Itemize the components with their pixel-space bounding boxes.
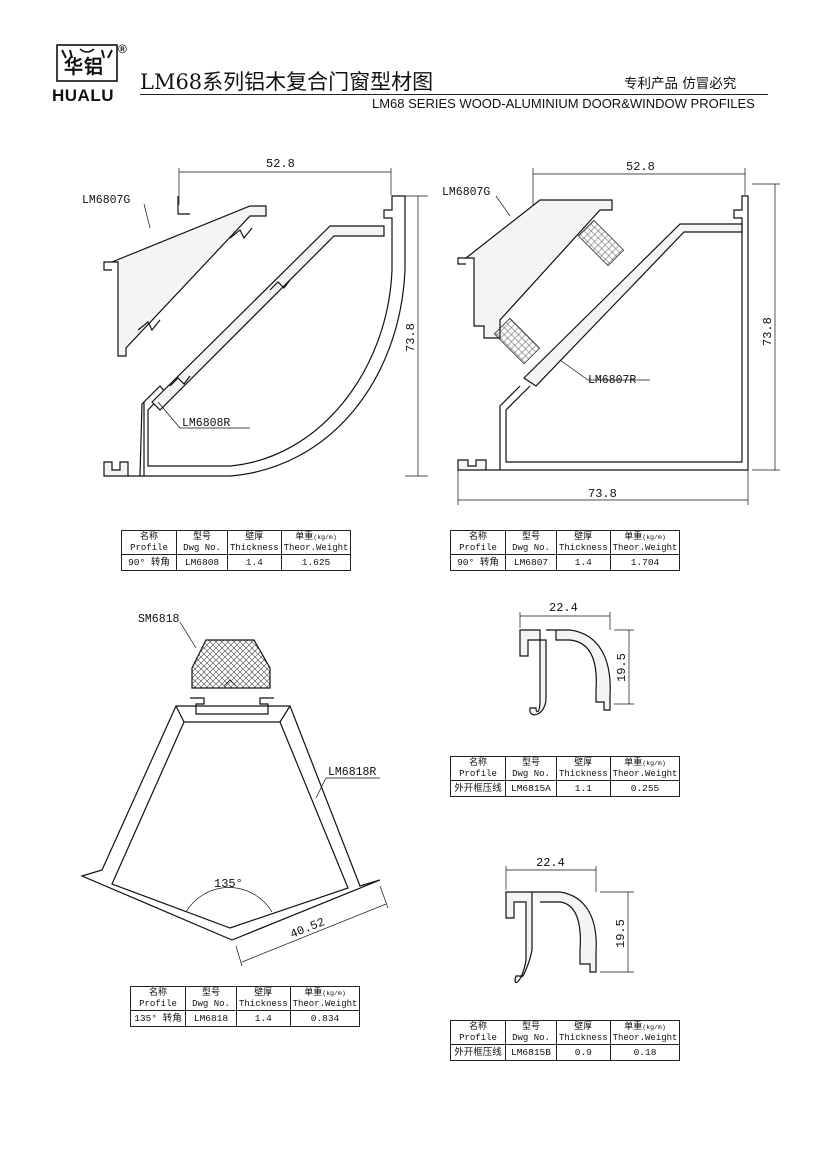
brand-logo: 华铝 [56, 44, 118, 82]
t5-weight: 0.18 [609, 1044, 681, 1061]
t2-dwg: LM6807 [505, 554, 557, 571]
d5-width-dim: 22.4 [536, 856, 565, 870]
t1-weight: 1.625 [280, 554, 352, 571]
logo-mark-icon [56, 44, 118, 82]
d5-height-dim: 19.5 [614, 919, 628, 948]
t1-dwg: LM6808 [176, 554, 228, 571]
t1-thickness: 1.4 [227, 554, 282, 571]
page-title-english: LM68 SERIES WOOD-ALUMINIUM DOOR&WINDOW P… [372, 96, 755, 111]
registered-mark: ® [118, 42, 127, 56]
t4-profile: 外开框压线 [450, 780, 506, 797]
t1-profile: 90° 转角 [121, 554, 177, 571]
t5-profile: 外开框压线 [450, 1044, 506, 1061]
d1-part-main-label: LM6808R [182, 417, 230, 430]
t4-dwg: LM6815A [505, 780, 557, 797]
t5-dwg: LM6815B [505, 1044, 557, 1061]
logo-english-text: HUALU [52, 86, 114, 105]
d2-bottom-dim: 73.8 [588, 487, 617, 501]
t3-thickness: 1.4 [236, 1010, 291, 1027]
d2-part-top-label: LM6807G [442, 186, 490, 199]
page-title-chinese: LM68系列铝木复合门窗型材图 [140, 70, 434, 94]
t3-profile: 135° 转角 [130, 1010, 186, 1027]
header-divider [140, 94, 768, 95]
d3-angle-dim: 135° [214, 877, 243, 891]
t4-weight: 0.255 [609, 780, 681, 797]
d2-height-dim: 73.8 [761, 317, 775, 346]
d4-height-dim: 19.5 [615, 653, 629, 682]
t2-thickness: 1.4 [556, 554, 611, 571]
d3-length-dim: 40.52 [288, 915, 327, 941]
d2-width-dim: 52.8 [626, 160, 655, 174]
drawing-lm6807 [457, 168, 780, 505]
logo-chinese-text: 华铝 [64, 56, 105, 78]
drawing-lm6815b [505, 866, 634, 984]
t3-dwg: LM6818 [185, 1010, 237, 1027]
t2-profile: 90° 转角 [450, 554, 506, 571]
drawing-lm6818 [80, 621, 389, 967]
drawing-lm6815a [519, 612, 634, 716]
patent-note: 专利产品 仿冒必究 [624, 76, 737, 92]
t2-weight: 1.704 [609, 554, 681, 571]
d1-height-dim: 73.8 [404, 323, 418, 352]
t3-weight: 0.834 [289, 1010, 361, 1027]
t5-thickness: 0.9 [556, 1044, 611, 1061]
d4-width-dim: 22.4 [549, 601, 578, 615]
t4-thickness: 1.1 [556, 780, 611, 797]
d1-width-dim: 52.8 [266, 157, 295, 171]
d2-part-main-label: LM6807R [588, 374, 636, 387]
d1-part-top-label: LM6807G [82, 194, 130, 207]
d3-part-main-label: LM6818R [328, 766, 376, 779]
d3-part-top-label: SM6818 [138, 613, 180, 626]
drawing-lm6808 [103, 168, 428, 477]
